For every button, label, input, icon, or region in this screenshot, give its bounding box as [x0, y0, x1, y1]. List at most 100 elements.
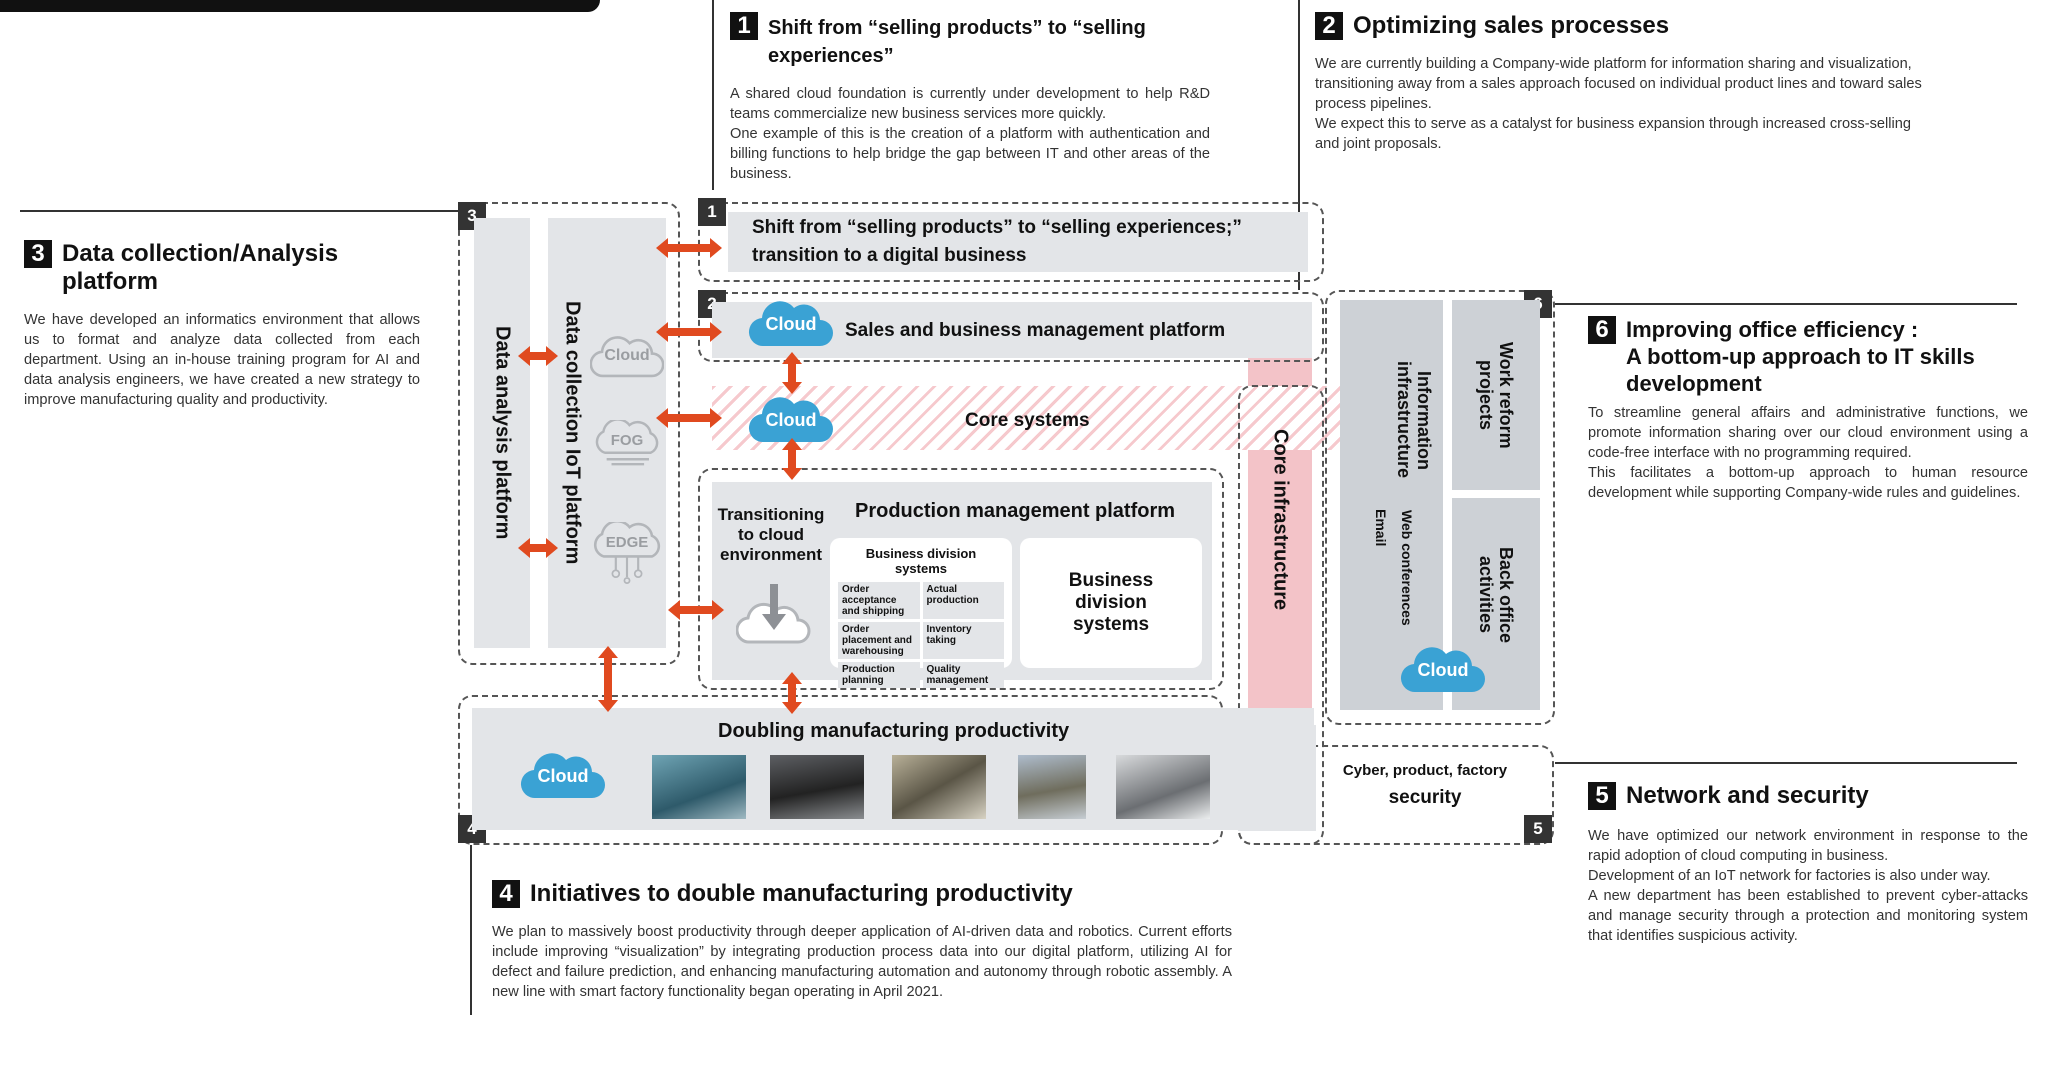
s4-title: Initiatives to double manufacturing prod…: [530, 880, 1073, 907]
sales-label: Sales and business management platform: [845, 320, 1226, 341]
s3-rule: [20, 210, 460, 212]
bds-big-label: Business division systems: [1068, 570, 1154, 635]
section-2: 2 Optimizing sales processes We are curre…: [1315, 12, 1925, 154]
bds-item: Quality management: [922, 662, 1004, 688]
bds-card: Business division systems Order acceptan…: [830, 538, 1012, 688]
bds-item: Production planning: [838, 662, 920, 688]
security-label-line-2: security: [1388, 787, 1462, 808]
factory-photo-5: [1116, 755, 1210, 819]
data-collection-label: Data collection IoT platform: [561, 301, 584, 565]
s1-title: Shift from “selling products” to “sellin…: [768, 17, 1146, 67]
s6-title-line-3: development: [1626, 371, 1762, 396]
edge-icon: EDGE: [590, 522, 664, 584]
work-reform-panel: [1452, 300, 1540, 490]
bds-item: Order placement and warehousing: [838, 622, 920, 659]
section-1: 1 Shift from “selling products” to “selli…: [730, 12, 1210, 184]
iot-cloud-label: Cloud: [604, 347, 650, 364]
bds-title: Business division systems: [865, 546, 977, 576]
arrow-core-prod: [782, 438, 802, 480]
bds-grid: Order acceptance and shipping Actual pro…: [838, 582, 1004, 688]
arrow-sales-core: [782, 352, 802, 394]
s5-body-1: We have optimized our network environmen…: [1588, 828, 2028, 864]
s6-rule: [1555, 303, 2017, 305]
core-cloud-icon: Cloud: [748, 396, 834, 444]
s5-body-2: Development of an IoT network for factor…: [1588, 868, 1991, 884]
s6-body-1: To streamline general affairs and admini…: [1588, 405, 2028, 461]
box-prod: [698, 468, 1224, 690]
top-banner: [0, 0, 600, 12]
arrow-3-to-core: [656, 408, 722, 428]
tag-5: 5: [1524, 815, 1552, 843]
doubling-label: Doubling manufacturing productivity: [718, 720, 1070, 742]
bds-big-card: Business division systems: [1020, 538, 1202, 668]
web-conf-label: Web conferences: [1399, 510, 1415, 626]
shift-label: Shift from “selling products” to “sellin…: [752, 214, 1242, 270]
arrow-3-to-4: [598, 646, 618, 712]
shift-panel: [728, 212, 1308, 272]
back-office-label: Back office activities: [1476, 546, 1516, 644]
info-infra-label: Information infrastructure: [1394, 361, 1434, 479]
s4-body: We plan to massively boost productivity …: [492, 924, 1232, 1000]
work-reform-label: Work reform projects: [1476, 341, 1516, 449]
arrow-analysis-collection-2: [518, 538, 558, 558]
s6-title: Improving office efficiency :A bottom-up…: [1626, 316, 1975, 397]
fog-icon: FOG: [592, 420, 662, 466]
factory-cloud-icon: Cloud: [520, 752, 606, 800]
bds-item: Actual production: [922, 582, 1004, 619]
core-cloud-label: Cloud: [765, 410, 817, 430]
factory-photo-1: [652, 755, 746, 819]
fog-label: FOG: [610, 432, 644, 449]
office-cloud-label: Cloud: [1417, 660, 1469, 680]
s1-body-1: A shared cloud foundation is currently u…: [730, 86, 1210, 122]
s4-rule: [470, 845, 472, 1015]
factory-photo-3: [892, 755, 986, 819]
box-3: [458, 202, 680, 665]
s6-body-2: This facilitates a bottom-up approach to…: [1588, 465, 2028, 501]
s5-number: 5: [1588, 782, 1616, 810]
tag-1: 1: [698, 198, 726, 226]
arrow-3-to-2: [656, 322, 722, 342]
s5-title: Network and security: [1626, 782, 1869, 809]
security-panel: [1238, 725, 1316, 831]
arrow-3-to-prod: [668, 600, 724, 620]
s1-rule: [712, 0, 714, 190]
s3-title: Data collection/Analysis platform: [62, 240, 339, 295]
security-label: Cyber, product, factory security: [1320, 762, 1530, 809]
factory-cloud-label: Cloud: [537, 766, 589, 786]
shift-label-line-2: transition to a digital business: [752, 245, 1027, 266]
section-4: 4 Initiatives to double manufacturing pro…: [492, 880, 1232, 1002]
security-label-line-1: Cyber, product, factory: [1342, 762, 1508, 779]
core-infra-band: [1248, 308, 1312, 723]
info-infra-panel: [1340, 300, 1443, 710]
s4-number: 4: [492, 880, 520, 908]
s6-number: 6: [1588, 316, 1616, 344]
arrow-analysis-collection-1: [518, 346, 558, 366]
s1-heading: 1 Shift from “selling products” to “selli…: [730, 12, 1210, 70]
bds-item: Inventory taking: [922, 622, 1004, 659]
box-6: [1325, 290, 1555, 725]
s2-number: 2: [1315, 12, 1343, 40]
s5-rule: [1555, 762, 2017, 764]
s1-number: 1: [730, 12, 758, 40]
s4-heading: 4 Initiatives to double manufacturing pro…: [492, 880, 1232, 908]
factory-photo-4: [1018, 755, 1086, 819]
s6-title-line-2: A bottom-up approach to IT skills: [1626, 344, 1975, 369]
arrow-3-to-1: [656, 238, 722, 258]
s2-title: Optimizing sales processes: [1353, 12, 1670, 39]
production-label: Production management platform: [855, 500, 1176, 522]
section-6: 6 Improving office efficiency :A bottom-u…: [1588, 316, 2028, 503]
bds-item: Order acceptance and shipping: [838, 582, 920, 619]
section-5: 5 Network and security We have optimized …: [1588, 782, 2028, 946]
sales-cloud-label: Cloud: [765, 314, 817, 334]
s2-body-1: We are currently building a Company-wide…: [1315, 56, 1922, 112]
transitioning-label: Transitioning to cloud environment: [717, 505, 825, 564]
iot-cloud-icon: Cloud: [590, 335, 664, 379]
edge-label: EDGE: [605, 534, 649, 551]
s2-heading: 2 Optimizing sales processes: [1315, 12, 1925, 40]
s2-body-2: We expect this to serve as a catalyst fo…: [1315, 116, 1911, 152]
s5-body-3: A new department has been established to…: [1588, 888, 2028, 944]
shift-label-line-1: Shift from “selling products” to “sellin…: [752, 217, 1242, 238]
office-cloud-icon: Cloud: [1400, 646, 1486, 694]
box-2: [698, 292, 1324, 362]
